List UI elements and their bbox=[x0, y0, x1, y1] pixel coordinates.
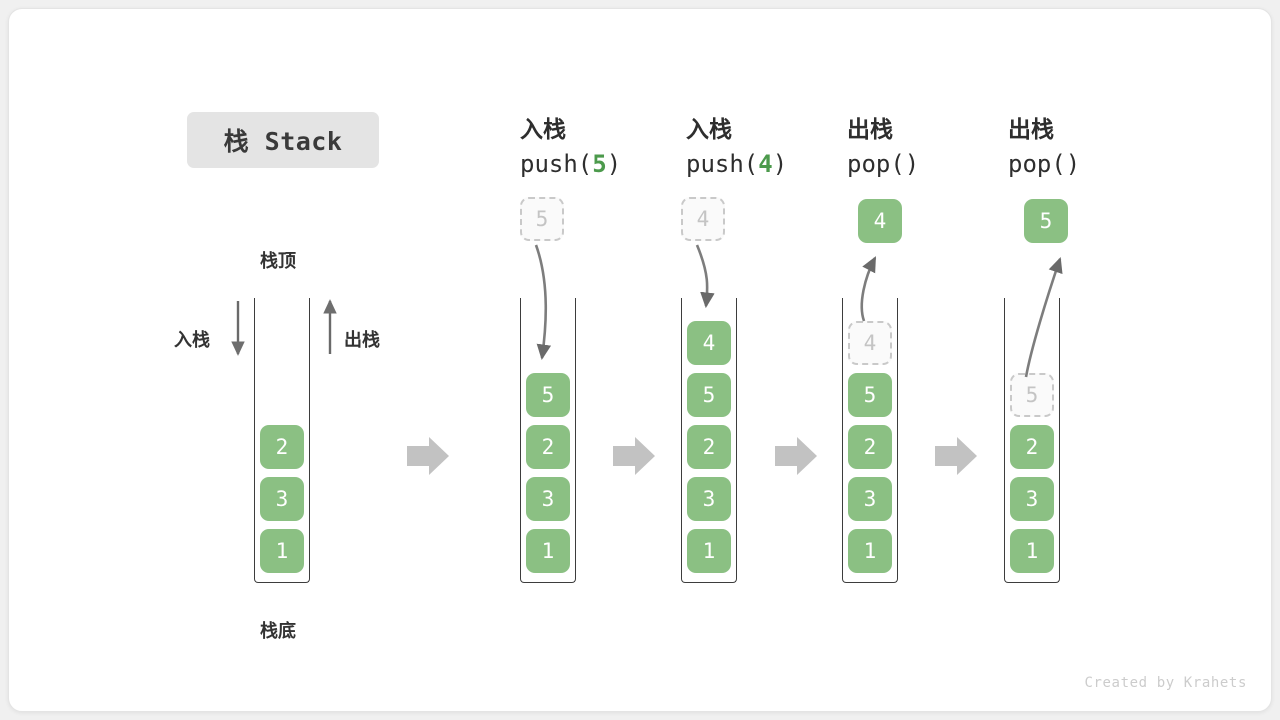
code-pre: push( bbox=[686, 149, 759, 178]
stack-cell: 3 bbox=[260, 477, 304, 521]
connector-arrow-icon-4 bbox=[935, 437, 977, 475]
code-arg: 4 bbox=[758, 149, 773, 178]
code-pre: pop( bbox=[847, 149, 905, 178]
stack-cell: 2 bbox=[687, 425, 731, 469]
code-pre: pop( bbox=[1008, 149, 1066, 178]
stack-cell: 5 bbox=[526, 373, 570, 417]
code-post: ) bbox=[606, 149, 622, 178]
floating-cell-push-5: 5 bbox=[520, 197, 564, 241]
stack-cell: 2 bbox=[1010, 425, 1054, 469]
stack-cell: 1 bbox=[526, 529, 570, 573]
credit-text: Created by Krahets bbox=[1084, 675, 1247, 691]
diagram-card: 栈 Stack 入栈 push(5) 入栈 push(4) 出栈 pop() 出… bbox=[8, 8, 1272, 712]
stack-cell: 3 bbox=[526, 477, 570, 521]
stack-container-initial bbox=[254, 298, 310, 583]
column-header-push-5: 入栈 push(5) bbox=[520, 114, 621, 181]
push-4-flow-arrow-icon bbox=[695, 244, 715, 309]
stack-cell: 2 bbox=[848, 425, 892, 469]
stack-cell-ghost: 5 bbox=[1010, 373, 1054, 417]
column-header-code-pop-5: pop() bbox=[1008, 147, 1080, 181]
stack-cell: 3 bbox=[848, 477, 892, 521]
column-header-code-pop-4: pop() bbox=[847, 147, 919, 181]
label-stack-bottom: 栈底 bbox=[260, 621, 296, 642]
column-header-pop-5: 出栈 pop() bbox=[1008, 114, 1080, 181]
diagram-stage: 栈 Stack 入栈 push(5) 入栈 push(4) 出栈 pop() 出… bbox=[9, 9, 1271, 711]
connector-arrow-icon-3 bbox=[775, 437, 817, 475]
stack-cell: 2 bbox=[260, 425, 304, 469]
label-pop-side: 出栈 bbox=[344, 330, 380, 351]
code-arg: 5 bbox=[592, 149, 607, 178]
column-header-cn-push-5: 入栈 bbox=[520, 117, 566, 143]
stack-cell: 4 bbox=[687, 321, 731, 365]
stack-cell: 5 bbox=[687, 373, 731, 417]
stack-container-push-5 bbox=[520, 298, 576, 583]
column-header-cn-pop-5: 出栈 bbox=[1008, 117, 1054, 143]
stack-cell: 1 bbox=[687, 529, 731, 573]
label-stack-top: 栈顶 bbox=[260, 251, 296, 272]
column-header-push-4: 入栈 push(4) bbox=[686, 114, 787, 181]
stack-cell: 1 bbox=[260, 529, 304, 573]
floating-cell-pop-5: 5 bbox=[1024, 199, 1068, 243]
stack-cell: 3 bbox=[687, 477, 731, 521]
floating-cell-push-4: 4 bbox=[681, 197, 725, 241]
stack-cell-ghost: 4 bbox=[848, 321, 892, 365]
stack-container-pop-5 bbox=[1004, 298, 1060, 583]
label-push-side: 入栈 bbox=[174, 330, 210, 351]
column-header-cn-pop-4: 出栈 bbox=[847, 117, 893, 143]
stack-cell: 3 bbox=[1010, 477, 1054, 521]
stack-cell: 1 bbox=[1010, 529, 1054, 573]
column-header-cn-push-4: 入栈 bbox=[686, 117, 732, 143]
column-header-code-push-4: push(4) bbox=[686, 147, 787, 181]
code-post: ) bbox=[772, 149, 788, 178]
code-post: ) bbox=[904, 149, 920, 178]
floating-cell-pop-4: 4 bbox=[858, 199, 902, 243]
code-pre: push( bbox=[520, 149, 593, 178]
stack-cell: 1 bbox=[848, 529, 892, 573]
connector-arrow-icon-2 bbox=[613, 437, 655, 475]
connector-arrow-icon-1 bbox=[407, 437, 449, 475]
stack-container-push-4 bbox=[681, 298, 737, 583]
column-header-code-push-5: push(5) bbox=[520, 147, 621, 181]
column-header-pop-4: 出栈 pop() bbox=[847, 114, 919, 181]
stack-cell: 5 bbox=[848, 373, 892, 417]
stack-container-pop-4 bbox=[842, 298, 898, 583]
stack-cell: 2 bbox=[526, 425, 570, 469]
title-badge: 栈 Stack bbox=[187, 112, 379, 168]
code-post: ) bbox=[1065, 149, 1081, 178]
